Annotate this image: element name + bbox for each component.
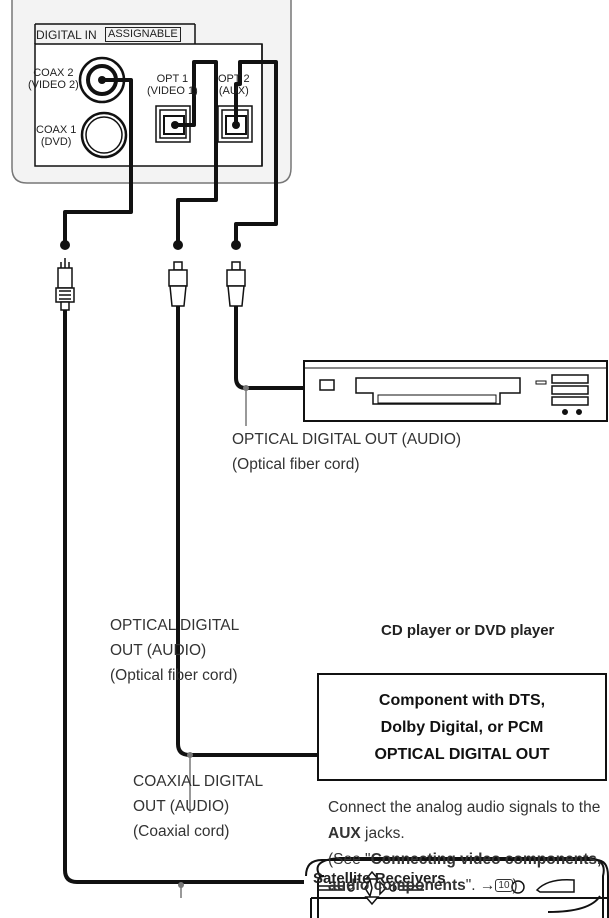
satellite-receiver [305,857,609,918]
rca-plug [55,258,75,311]
cd-dvd-player [303,360,608,422]
assignable-badge: ASSIGNABLE [105,27,181,42]
cd-cable-label-line1: OPTICAL DIGITAL OUT (AUDIO) [232,431,462,448]
coax-cable-down [63,310,304,884]
cd-player-title: CD player or DVD player [381,622,555,639]
satellite-title: Satellite Receivers [313,870,446,887]
coax2-label: COAX 2 (VIDEO 2) [28,67,79,91]
optical-plug-1 [168,261,188,307]
coax-cable-label-line1: COAXIAL DIGITAL [133,773,264,790]
coax1-label-line1: COAX 1 [36,124,77,136]
optical-plug-2 [226,261,246,307]
cd-cable-label-line2: (Optical fiber cord) [232,456,360,473]
opt2-label-line2: (AUX) [218,85,249,97]
note-see-bold: Connecting video components, audio compo… [328,851,602,894]
coax-cable-label-line2: OUT (AUDIO) [133,798,230,815]
opt2-label: OPT 2 (AUX) [218,73,250,97]
component-cable-label-line3: (Optical fiber cord) [110,667,238,684]
coax-cable [63,78,133,242]
panel-title: DIGITAL IN [36,28,97,42]
opt2-cable [234,60,278,242]
connect-note: Connect the analog audio signals to the … [328,795,609,899]
component-line3: OPTICAL DIGITAL OUT [374,745,550,763]
note-text-1: Connect the analog audio signals to the [328,799,601,816]
coax-cable-label: COAXIAL DIGITAL OUT (AUDIO) (Coaxial cor… [133,769,263,844]
coax1-label: COAX 1 (DVD) [36,124,76,148]
note-see-close: ". → [465,877,496,894]
component-line2: Dolby Digital, or PCM [380,718,544,736]
opt1-label-line2: (VIDEO 1) [147,85,198,97]
cd-cable-label: OPTICAL DIGITAL OUT (AUDIO) (Optical fib… [232,427,461,477]
coax2-label-line1: COAX 2 [33,67,74,79]
coax-cable-label-line3: (Coaxial cord) [133,823,230,840]
opt2-label-line1: OPT 2 [218,73,250,85]
coax1-jack [80,111,128,159]
coax2-label-line2: (VIDEO 2) [28,79,79,91]
note-see-open: (See " [328,851,371,868]
component-cable-label: OPTICAL DIGITAL OUT (AUDIO) (Optical fib… [110,613,239,688]
component-cable-label-line2: OUT (AUDIO) [110,642,207,659]
opt1-label-line1: OPT 1 [156,73,189,85]
component-line1: Component with DTS, [378,691,546,709]
coax1-label-line2: (DVD) [40,136,72,148]
cd-cable [234,306,303,390]
page-ref-icon: 10 [495,879,513,893]
note-paren-close: ) [512,877,518,894]
component-cable-label-line1: OPTICAL DIGITAL [110,617,240,634]
note-aux: AUX [328,825,361,842]
opt1-cable [175,60,218,242]
opt1-label: OPT 1 (VIDEO 1) [147,73,198,97]
note-text-2: jacks. [360,825,405,842]
component-box: Component with DTS, Dolby Digital, or PC… [317,673,607,781]
